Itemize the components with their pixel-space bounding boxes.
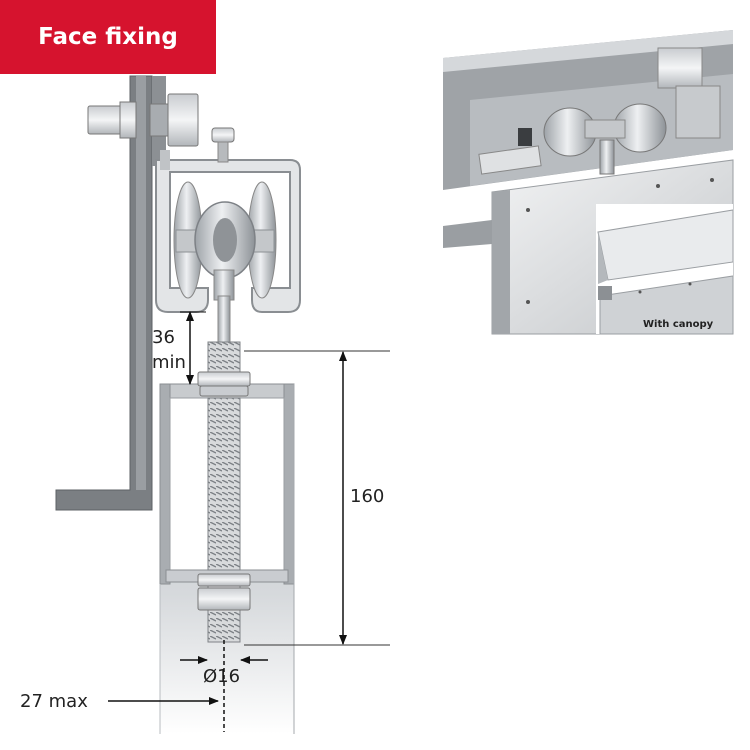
lower-nuts (197, 573, 251, 611)
wall-bolt (87, 93, 199, 147)
roller-wheels (173, 181, 277, 299)
threaded-rod (207, 397, 241, 571)
dimension-height: 160 (244, 350, 390, 646)
min-gap-value: 36 (152, 327, 175, 348)
diameter-value: Ø16 (203, 666, 240, 687)
min-gap-suffix: min (152, 352, 186, 373)
inset-caption: With canopy (643, 319, 714, 330)
section-title: Face fixing (38, 24, 178, 50)
dimension-min-gap: 36 min (152, 311, 206, 385)
inset-canopy-photo: With canopy (596, 204, 734, 335)
height-value: 160 (350, 486, 384, 507)
top-screw (211, 127, 235, 163)
track-profile (155, 150, 301, 313)
max-offset-value: 27 max (20, 691, 88, 712)
wall-bracket (55, 75, 166, 511)
upper-nuts (197, 371, 251, 397)
dimension-max-offset: 27 max (20, 640, 225, 732)
section-title-banner: Face fixing (0, 0, 216, 74)
dimension-diameter: Ø16 (180, 656, 268, 687)
